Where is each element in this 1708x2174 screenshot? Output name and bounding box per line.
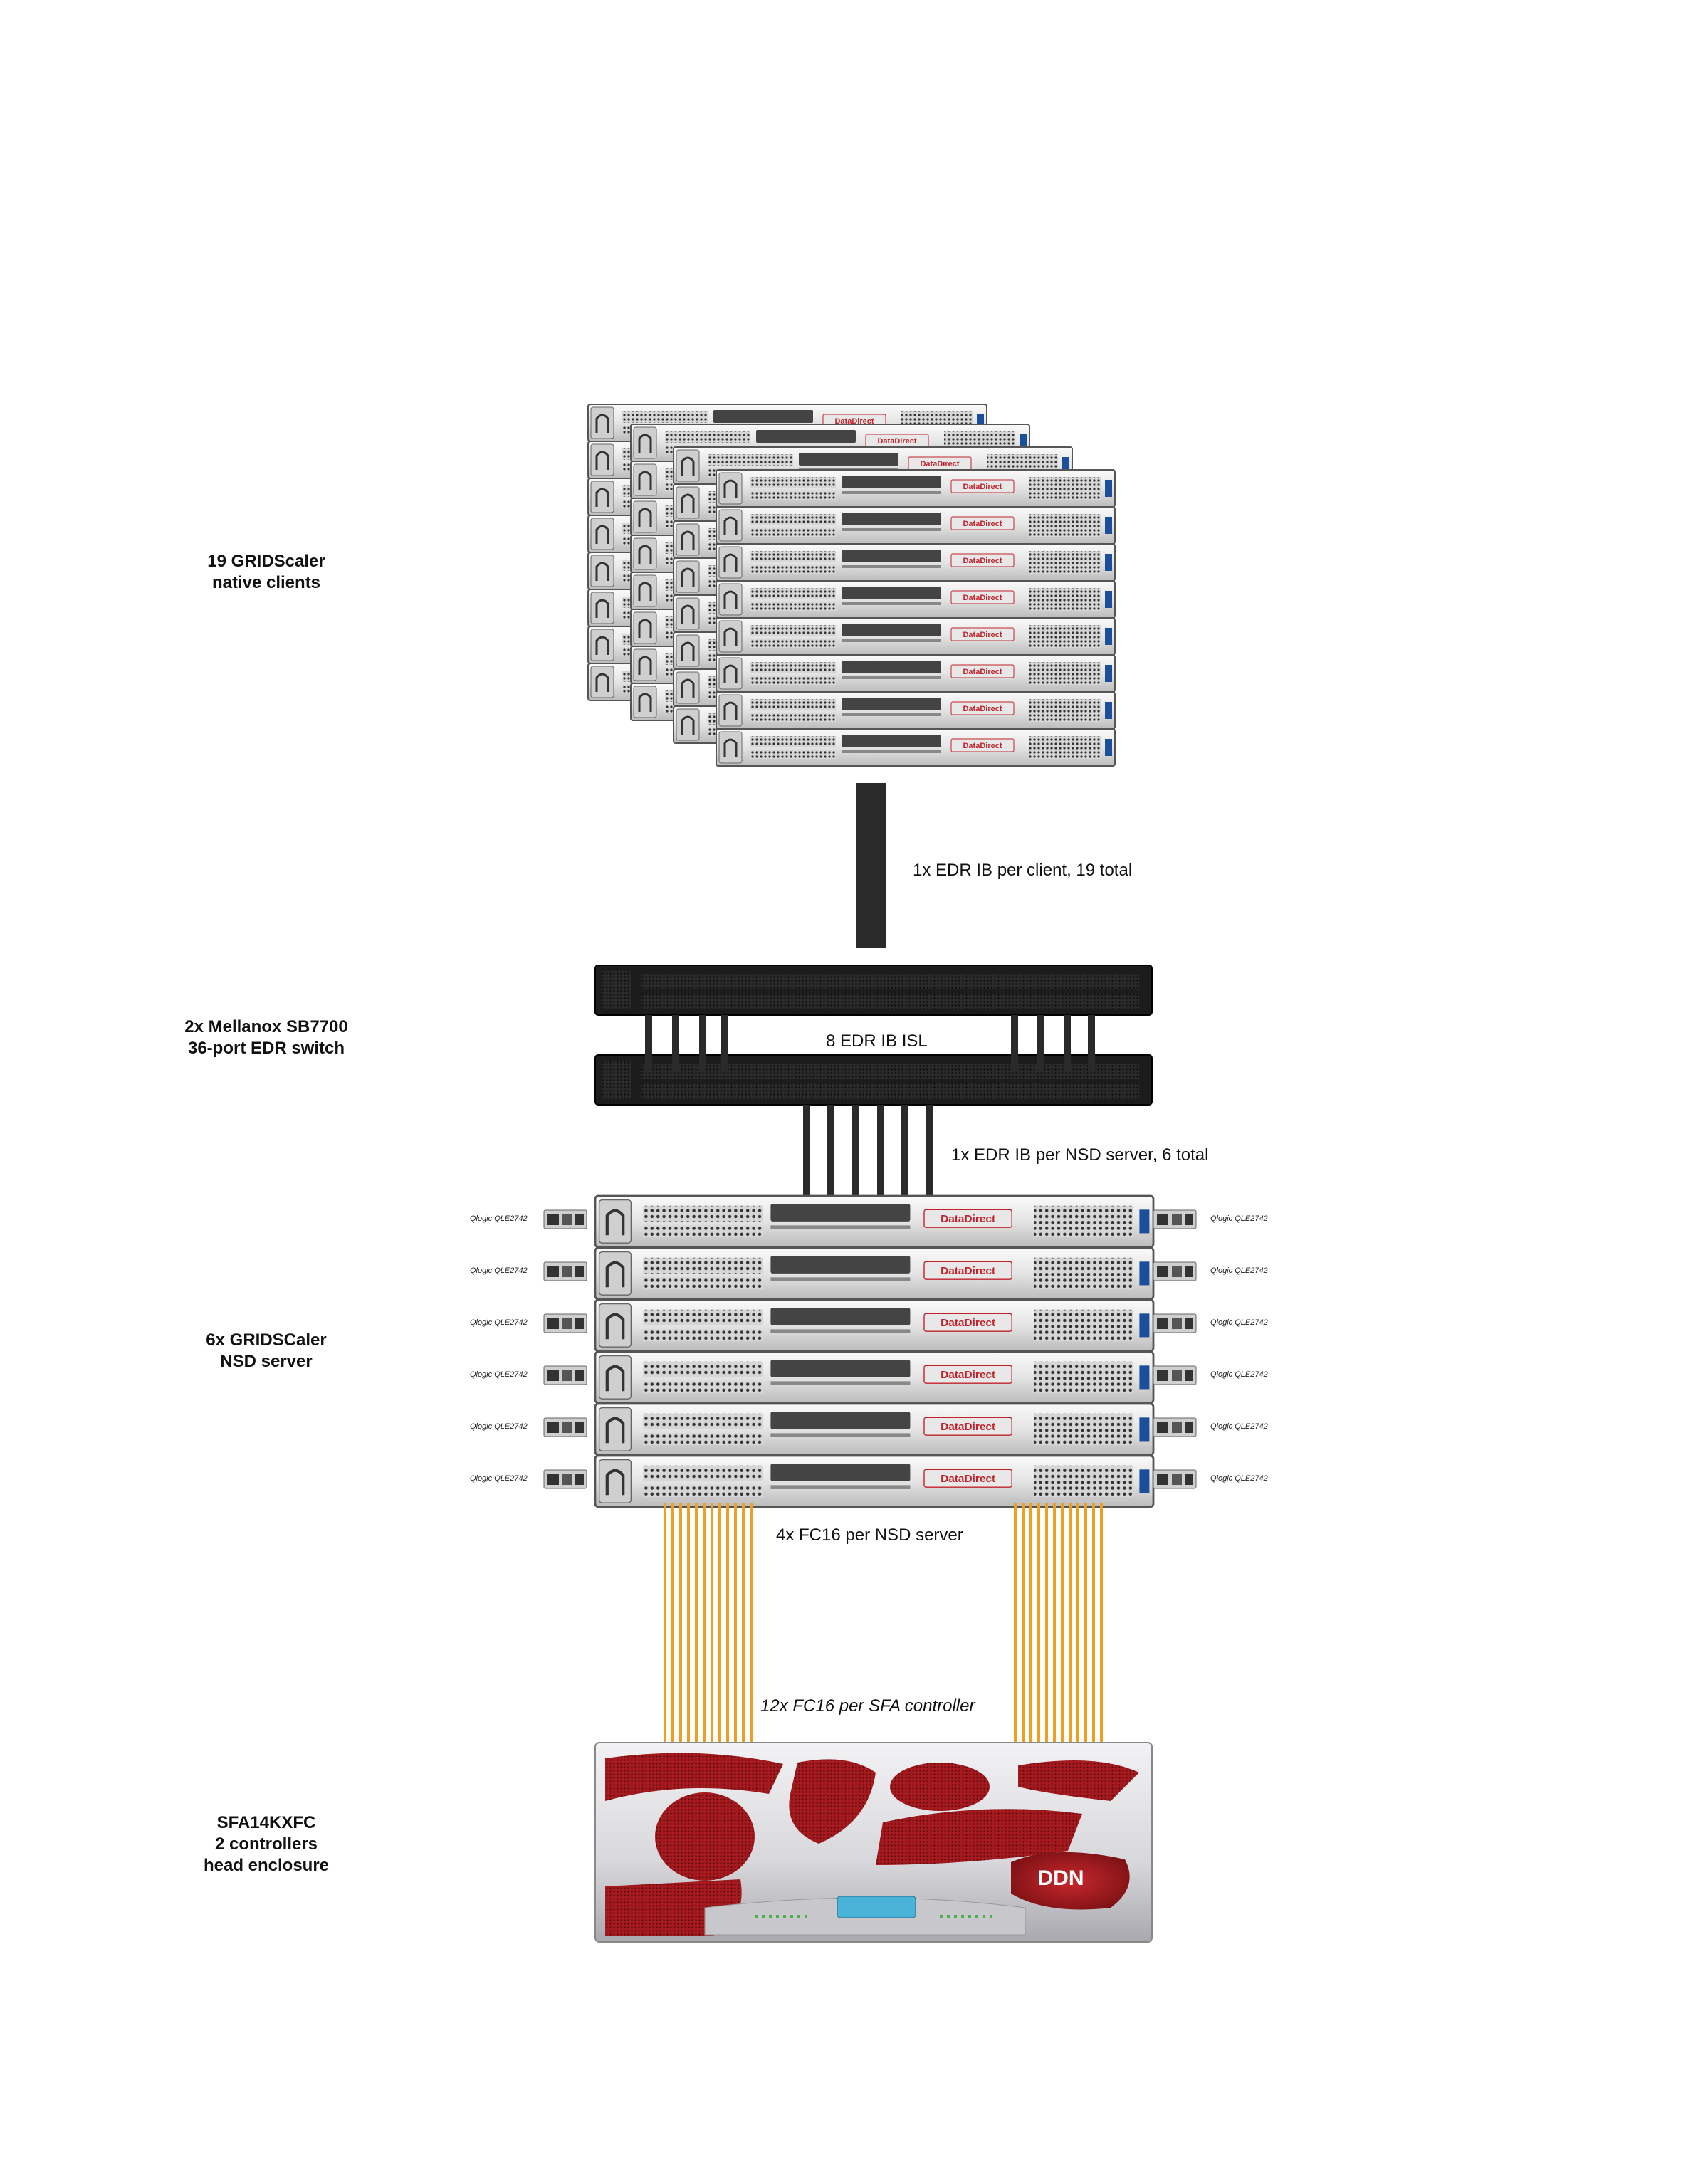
label-switch: 2x Mellanox SB7700 36-port EDR switch (117, 1017, 416, 1059)
sfa-line3: head enclosure (203, 1856, 330, 1875)
hba-label-left-5: Qlogic QLE2742 (470, 1422, 528, 1431)
hba-label-left-2: Qlogic QLE2742 (470, 1266, 528, 1275)
hba-label-right-1: Qlogic QLE2742 (1210, 1214, 1268, 1223)
client-ib-trunk (856, 783, 886, 948)
nsd-line2: NSD server (220, 1352, 313, 1371)
label-fc-per-nsd: 4x FC16 per NSD server (776, 1526, 963, 1545)
hba-label-left-1: Qlogic QLE2742 (470, 1214, 528, 1223)
clients-line2: native clients (211, 573, 321, 592)
label-nsd: 6x GRIDSCaler NSD server (117, 1330, 416, 1372)
nsd-server-stack (595, 1196, 1153, 1507)
fc-cables-right (1014, 1503, 1103, 1743)
sfa-line2: 2 controllers (214, 1834, 318, 1854)
hba-label-right-3: Qlogic QLE2742 (1210, 1318, 1268, 1327)
isl-cables (645, 1015, 1095, 1072)
hba-label-right-6: Qlogic QLE2742 (1210, 1474, 1268, 1483)
ddn-logo: DDN (1038, 1866, 1084, 1890)
label-client-link: 1x EDR IB per client, 19 total (913, 861, 1133, 880)
hba-cards-right (1153, 1209, 1197, 1489)
mellanox-switch-top (594, 965, 1153, 1016)
switch-line1: 2x Mellanox SB7700 (184, 1017, 348, 1036)
label-clients: 19 GRIDScaler native clients (117, 551, 416, 594)
sfa14kxfc-enclosure: DDN (594, 1742, 1153, 1943)
client-server-stack (587, 403, 1116, 767)
nsd-line1: 6x GRIDSCaler (206, 1330, 327, 1350)
label-nsd-link: 1x EDR IB per NSD server, 6 total (951, 1145, 1209, 1165)
hba-label-right-5: Qlogic QLE2742 (1210, 1422, 1268, 1431)
switch-line2: 36-port EDR switch (187, 1039, 345, 1058)
hba-label-right-4: Qlogic QLE2742 (1210, 1370, 1268, 1379)
label-sfa: SFA14KXFC 2 controllers head enclosure (117, 1812, 416, 1876)
fc-cables-left (664, 1503, 753, 1743)
clients-line1: 19 GRIDScaler (207, 552, 325, 571)
nsd-ib-cables (803, 1105, 933, 1196)
hba-label-left-3: Qlogic QLE2742 (470, 1318, 528, 1327)
label-isl: 8 EDR IB ISL (826, 1031, 928, 1051)
label-fc-per-controller: 12x FC16 per SFA controller (760, 1696, 975, 1716)
sfa-line1: SFA14KXFC (216, 1813, 316, 1832)
hba-label-left-6: Qlogic QLE2742 (470, 1474, 528, 1483)
hba-cards-left (543, 1209, 587, 1489)
hba-label-left-4: Qlogic QLE2742 (470, 1370, 528, 1379)
hba-label-right-2: Qlogic QLE2742 (1210, 1266, 1268, 1275)
